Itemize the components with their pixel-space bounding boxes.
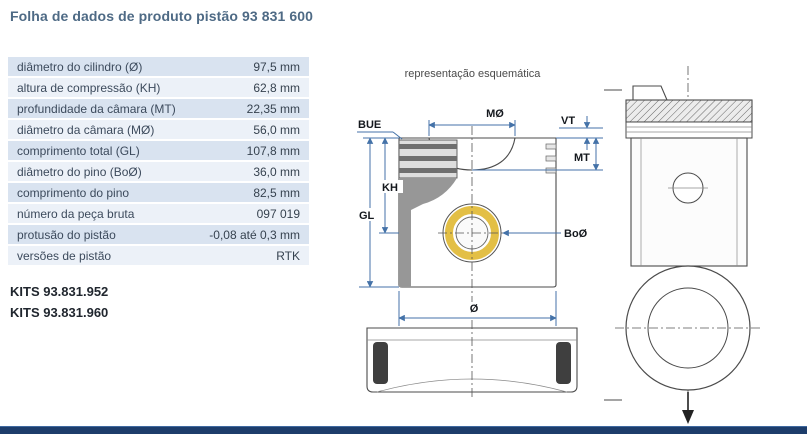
spec-value: 36,0 mm: [253, 164, 300, 179]
page-title: Folha de dados de produto pistão 93 831 …: [10, 8, 314, 24]
spec-row: altura de compressão (KH) 62,8 mm: [8, 78, 309, 97]
piston-bottom-view: [366, 320, 578, 400]
dim-label-gl: GL: [359, 210, 375, 222]
spec-label: diâmetro do cilindro (Ø): [17, 59, 143, 74]
spec-row: comprimento total (GL) 107,8 mm: [8, 141, 309, 160]
spec-row: número da peça bruta 097 019: [8, 204, 309, 223]
spec-label: protusão do pistão: [17, 227, 116, 242]
dim-label-vt: VT: [561, 115, 575, 127]
spec-label: número da peça bruta: [17, 206, 135, 221]
kits-line: KITS 93.831.960: [10, 305, 109, 320]
spec-value: RTK: [276, 248, 300, 263]
dimension-lines: BUE MØ VT MT KH GL BoØ Ø: [357, 108, 603, 326]
direction-arrow-icon: [682, 392, 694, 424]
spec-row: protusão do pistão -0,08 até 0,3 mm: [8, 225, 309, 244]
spec-row: diâmetro do cilindro (Ø) 97,5 mm: [8, 57, 309, 76]
footer-bar: [0, 426, 807, 434]
spec-label: diâmetro do pino (BoØ): [17, 164, 142, 179]
spec-value: -0,08 até 0,3 mm: [209, 227, 300, 242]
spec-value: 62,8 mm: [253, 80, 300, 95]
spec-value: 22,35 mm: [246, 101, 300, 116]
dim-label-bue: BUE: [358, 119, 381, 131]
spec-label: comprimento total (GL): [17, 143, 140, 158]
piston-cross-section: [398, 126, 557, 302]
spec-row: diâmetro da câmara (MØ) 56,0 mm: [8, 120, 309, 139]
diagram-caption: representação esquemática: [404, 68, 541, 80]
kits-block: KITS 93.831.952 KITS 93.831.960: [10, 281, 108, 323]
spec-label: altura de compressão (KH): [17, 80, 161, 95]
spec-row: profundidade da câmara (MT) 22,35 mm: [8, 99, 309, 118]
dim-label-mt: MT: [574, 152, 590, 164]
spec-label: versões de pistão: [17, 248, 112, 263]
spec-label: comprimento do pino: [17, 185, 130, 200]
dim-label-dia: Ø: [470, 303, 479, 315]
dim-label-bo: BoØ: [564, 228, 588, 240]
spec-label: diâmetro da câmara (MØ): [17, 122, 155, 137]
spec-label: profundidade da câmara (MT): [17, 101, 176, 116]
spec-value: 107,8 mm: [246, 143, 300, 158]
dim-label-kh: KH: [382, 182, 398, 194]
spec-value: 97,5 mm: [253, 59, 300, 74]
piston-schematic-drawing: BUE MØ VT MT KH GL BoØ Ø: [357, 66, 761, 424]
spec-table: diâmetro do cilindro (Ø) 97,5 mm altura …: [8, 57, 309, 267]
spec-value: 097 019: [256, 206, 300, 221]
spec-row: comprimento do pino 82,5 mm: [8, 183, 309, 202]
spec-value: 56,0 mm: [253, 122, 300, 137]
spec-value: 82,5 mm: [253, 185, 300, 200]
piston-side-view: [604, 66, 761, 424]
spec-row: diâmetro do pino (BoØ) 36,0 mm: [8, 162, 309, 181]
dim-label-mo: MØ: [486, 108, 504, 120]
spec-row: versões de pistão RTK: [8, 246, 309, 265]
kits-line: KITS 93.831.952: [10, 284, 109, 299]
